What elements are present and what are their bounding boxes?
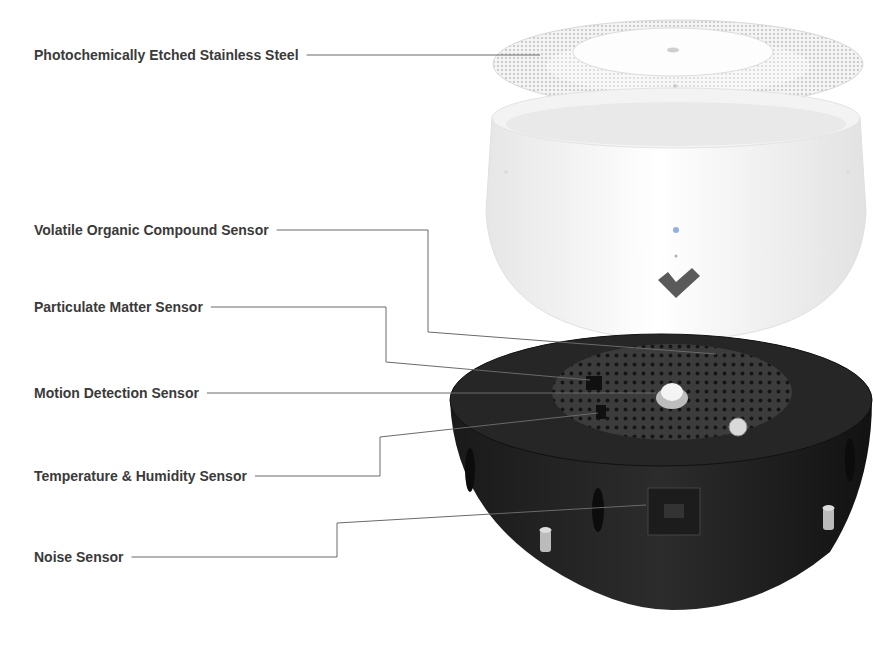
leader-line — [207, 393, 656, 394]
part-label: Motion Detection Sensor — [34, 384, 199, 402]
part-label: Temperature & Humidity Sensor — [34, 467, 247, 485]
leader-line — [307, 55, 540, 56]
part-label: Volatile Organic Compound Sensor — [34, 221, 269, 239]
leader-line — [277, 230, 716, 354]
leader-line — [255, 413, 598, 476]
part-label: Noise Sensor — [34, 548, 123, 566]
leader-line — [131, 505, 646, 557]
part-label: Photochemically Etched Stainless Steel — [34, 46, 299, 64]
leader-line — [211, 307, 590, 380]
part-label: Particulate Matter Sensor — [34, 298, 203, 316]
